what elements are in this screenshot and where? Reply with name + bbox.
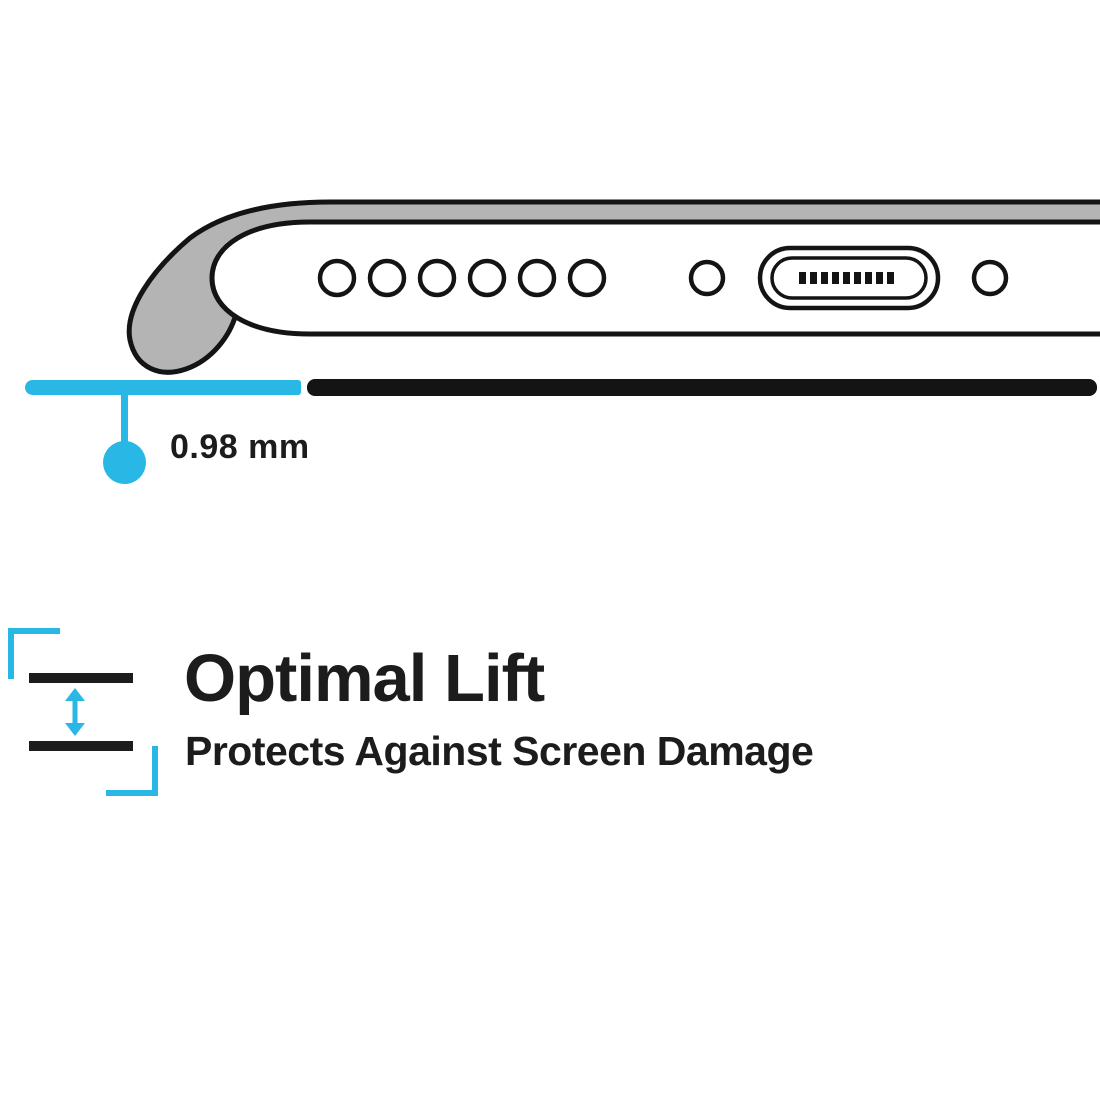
measure-pointer-line <box>121 394 128 446</box>
phone-bottom-edge-illustration <box>126 199 1100 375</box>
screw-hole-right <box>971 259 1009 297</box>
speaker-holes <box>317 258 607 298</box>
charging-port <box>757 245 941 311</box>
port-pins <box>799 272 894 284</box>
screw-hole-left <box>688 259 726 297</box>
measure-value: 0.98 mm <box>170 428 310 466</box>
lift-measure-bar-dark <box>307 379 1097 396</box>
measure-pointer-dot <box>103 441 146 484</box>
feature-title: Optimal Lift <box>184 641 545 716</box>
case-outline <box>126 199 1100 375</box>
double-arrow-icon <box>65 688 85 736</box>
bracket-top-left-icon <box>8 628 60 679</box>
bracket-bottom-right-icon <box>106 746 158 796</box>
lift-measure-bar-accent <box>25 380 301 395</box>
gap-top-line <box>29 673 133 683</box>
gap-bottom-line <box>29 741 133 751</box>
feature-subtitle: Protects Against Screen Damage <box>185 728 814 774</box>
